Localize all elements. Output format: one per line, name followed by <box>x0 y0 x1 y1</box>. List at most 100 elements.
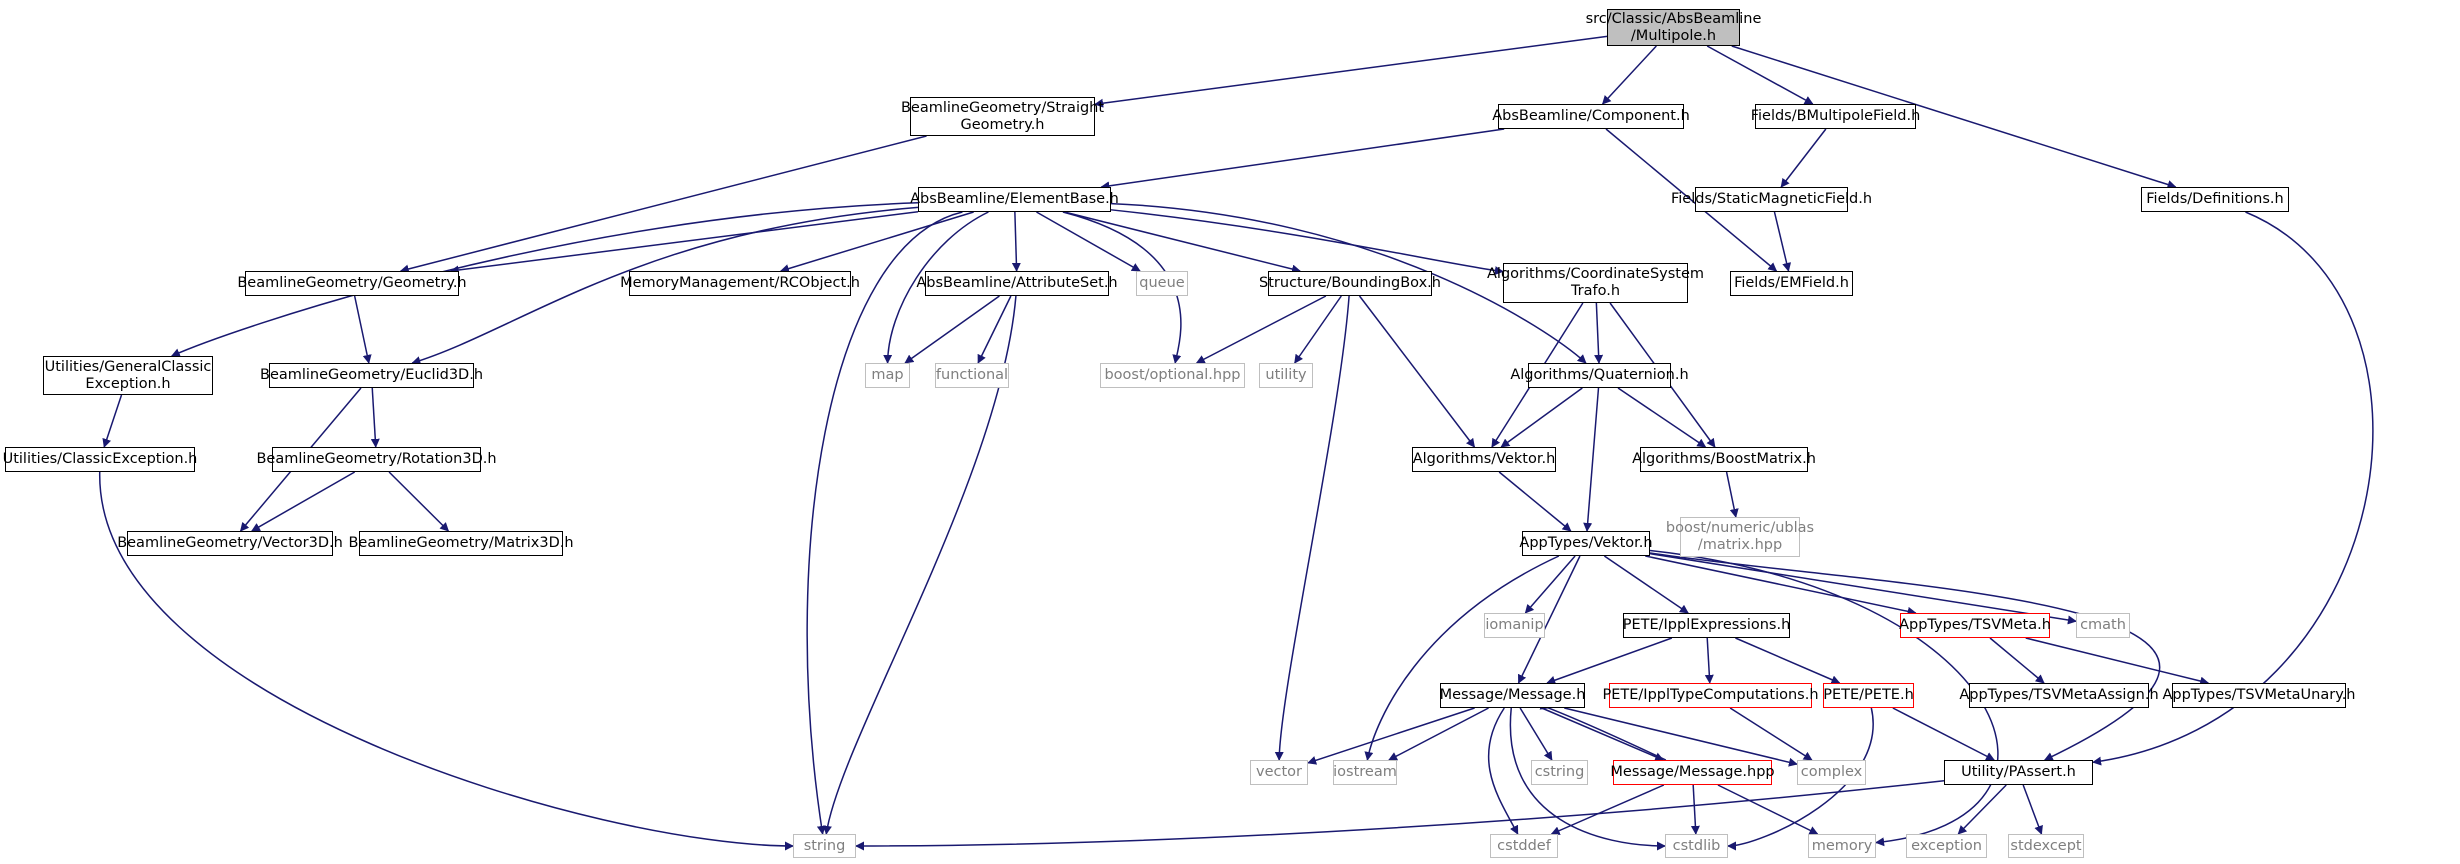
node-tsvmeta[interactable]: AppTypes/TSVMeta.h <box>1899 613 2051 638</box>
node-label-line: BeamlineGeometry/Euclid3D.h <box>260 367 484 383</box>
node-rcobject[interactable]: MemoryManagement/RCObject.h <box>620 271 860 296</box>
edge-elementbase-to-queue <box>1036 211 1141 272</box>
node-tsvunary[interactable]: AppTypes/TSVMetaUnary.h <box>2162 683 2356 708</box>
node-label-line: Algorithms/CoordinateSystem <box>1487 266 1705 282</box>
edge-component-to-elementbase <box>1100 128 1505 191</box>
node-message-h[interactable]: Message/Message.h <box>1440 683 1585 708</box>
edge-rotation3d-to-matrix3d <box>388 471 450 532</box>
node-label-line: Trafo.h <box>1570 283 1621 299</box>
node-tsvassign[interactable]: AppTypes/TSVMetaAssign.h <box>1959 683 2159 708</box>
edge-message-h-to-message-hpp <box>1541 707 1665 761</box>
edge-boundingbox-to-optional <box>1195 295 1327 364</box>
node-label-line: src/Classic/AbsBeamline <box>1585 10 1762 27</box>
node-label-line: functional <box>935 367 1009 383</box>
edge-euclid3d-to-rotation3d <box>370 387 380 448</box>
node-label-line: boost/optional.hpp <box>1104 367 1241 383</box>
edge-multipole-to-definitions <box>1731 45 2177 189</box>
node-label-line: Message/Message.hpp <box>1610 764 1775 780</box>
node-utility: utility <box>1259 363 1313 388</box>
node-attributeset[interactable]: AbsBeamline/AttributeSet.h <box>916 271 1118 296</box>
edge-component-to-emfield <box>1605 128 1778 272</box>
node-elementbase[interactable]: AbsBeamline/ElementBase.h <box>910 187 1119 212</box>
edge-tsvmeta-to-tsvassign <box>1989 637 2045 684</box>
node-label-line: AbsBeamline/AttributeSet.h <box>916 275 1118 291</box>
node-label-line: /matrix.hpp <box>1697 537 1783 553</box>
node-label-line: BeamlineGeometry/Rotation3D.h <box>256 451 497 467</box>
node-label-line: Algorithms/Vektor.h <box>1412 451 1556 467</box>
edge-elementbase-to-geometry <box>449 210 919 275</box>
edge-classicexc-to-string <box>98 471 794 851</box>
node-label-line: Fields/Definitions.h <box>2146 191 2284 207</box>
node-label-line: Structure/BoundingBox.h <box>1259 275 1441 291</box>
edge-straight-geom-to-geometry <box>399 135 927 274</box>
edge-ippltypecomp-to-complex <box>1729 707 1813 761</box>
node-cstddef: cstddef <box>1490 834 1558 858</box>
node-geometry[interactable]: BeamlineGeometry/Geometry.h <box>237 271 467 296</box>
node-staticmagneticfield[interactable]: Fields/StaticMagneticField.h <box>1671 187 1872 212</box>
node-matrix3d[interactable]: BeamlineGeometry/Matrix3D.h <box>348 531 574 556</box>
node-label-line: BeamlineGeometry/Geometry.h <box>237 275 467 291</box>
node-euclid3d[interactable]: BeamlineGeometry/Euclid3D.h <box>260 363 483 388</box>
node-message-hpp[interactable]: Message/Message.hpp <box>1610 760 1775 785</box>
edge-boostmatrix-to-ublasmatrix <box>1725 471 1739 518</box>
node-quaternion[interactable]: Algorithms/Quaternion.h <box>1510 363 1689 388</box>
edge-elementbase-to-euclid3d <box>411 206 919 365</box>
node-queue: queue <box>1136 271 1188 296</box>
node-cmath: cmath <box>2076 613 2130 638</box>
node-classicexc[interactable]: Utilities/ClassicException.h <box>3 447 197 472</box>
edge-quaternion-to-boostmatrix <box>1617 387 1707 448</box>
edge-quaternion-to-algvektor <box>1500 387 1583 448</box>
node-label-line: AppTypes/TSVMetaAssign.h <box>1959 687 2159 703</box>
node-definitions[interactable]: Fields/Definitions.h <box>2141 187 2289 212</box>
edge-message-h-to-complex <box>1564 707 1798 767</box>
edge-elementbase-to-boundingbox <box>1064 211 1301 274</box>
edge-multipole-to-bmultipolefield <box>1706 45 1814 105</box>
node-label-line: vector <box>1256 764 1302 780</box>
edge-algvektor-to-apptvektor <box>1498 471 1572 532</box>
node-label-line: cstdlib <box>1672 837 1721 854</box>
node-ipplexpr[interactable]: PETE/IpplExpressions.h <box>1623 613 1790 638</box>
node-label-line: iomanip <box>1485 617 1544 633</box>
node-label-line: PETE/IpplTypeComputations.h <box>1602 687 1819 703</box>
node-label-line: AppTypes/Vektor.h <box>1519 535 1653 551</box>
node-bmultipolefield[interactable]: Fields/BMultipoleField.h <box>1751 104 1920 129</box>
node-label-line: memory <box>1811 837 1873 854</box>
node-label-line: utility <box>1265 367 1307 383</box>
edge-multipole-to-straight-geom <box>1094 35 1608 108</box>
node-label-line: PETE/IpplExpressions.h <box>1622 617 1791 633</box>
node-vector3d[interactable]: BeamlineGeometry/Vector3D.h <box>117 531 343 556</box>
node-label-line: complex <box>1800 764 1863 780</box>
node-boundingbox[interactable]: Structure/BoundingBox.h <box>1259 271 1441 296</box>
edge-message-hpp-to-memory <box>1717 784 1819 835</box>
node-label-line: Fields/StaticMagneticField.h <box>1670 191 1873 207</box>
node-pete[interactable]: PETE/PETE.h <box>1823 683 1914 708</box>
node-multipole[interactable]: src/Classic/AbsBeamline/Multipole.h <box>1586 9 1761 46</box>
node-label-line: cstddef <box>1497 837 1551 854</box>
node-algvektor[interactable]: Algorithms/Vektor.h <box>1412 447 1556 472</box>
node-label-line: AppTypes/TSVMetaUnary.h <box>2162 687 2356 703</box>
edge-rotation3d-to-vector3d <box>251 471 356 532</box>
edge-bmultipolefield-to-staticmagneticfield <box>1780 128 1827 188</box>
node-cstdlib: cstdlib <box>1665 834 1728 858</box>
node-label-line: cmath <box>2080 617 2126 633</box>
node-label-line: Geometry.h <box>960 116 1045 133</box>
node-label-line: BeamlineGeometry/Vector3D.h <box>117 535 343 551</box>
edge-apptvektor-to-tsvmeta <box>1645 555 1917 616</box>
node-apptvektor[interactable]: AppTypes/Vektor.h <box>1519 531 1653 556</box>
node-passert[interactable]: Utility/PAssert.h <box>1944 760 2093 785</box>
node-ippltypecomp[interactable]: PETE/IpplTypeComputations.h <box>1602 683 1819 708</box>
node-label-line: cstring <box>1534 764 1585 780</box>
node-boostmatrix[interactable]: Algorithms/BoostMatrix.h <box>1632 447 1816 472</box>
node-label-line: MemoryManagement/RCObject.h <box>620 275 860 291</box>
edge-elementbase-to-map <box>883 211 989 364</box>
node-label-line: Algorithms/BoostMatrix.h <box>1632 451 1816 467</box>
node-component[interactable]: AbsBeamline/Component.h <box>1492 104 1690 129</box>
node-emfield[interactable]: Fields/EMField.h <box>1730 271 1853 296</box>
node-rotation3d[interactable]: BeamlineGeometry/Rotation3D.h <box>256 447 497 472</box>
edge-ipplexpr-to-pete <box>1735 637 1841 684</box>
edge-ipplexpr-to-message-h <box>1546 637 1673 685</box>
